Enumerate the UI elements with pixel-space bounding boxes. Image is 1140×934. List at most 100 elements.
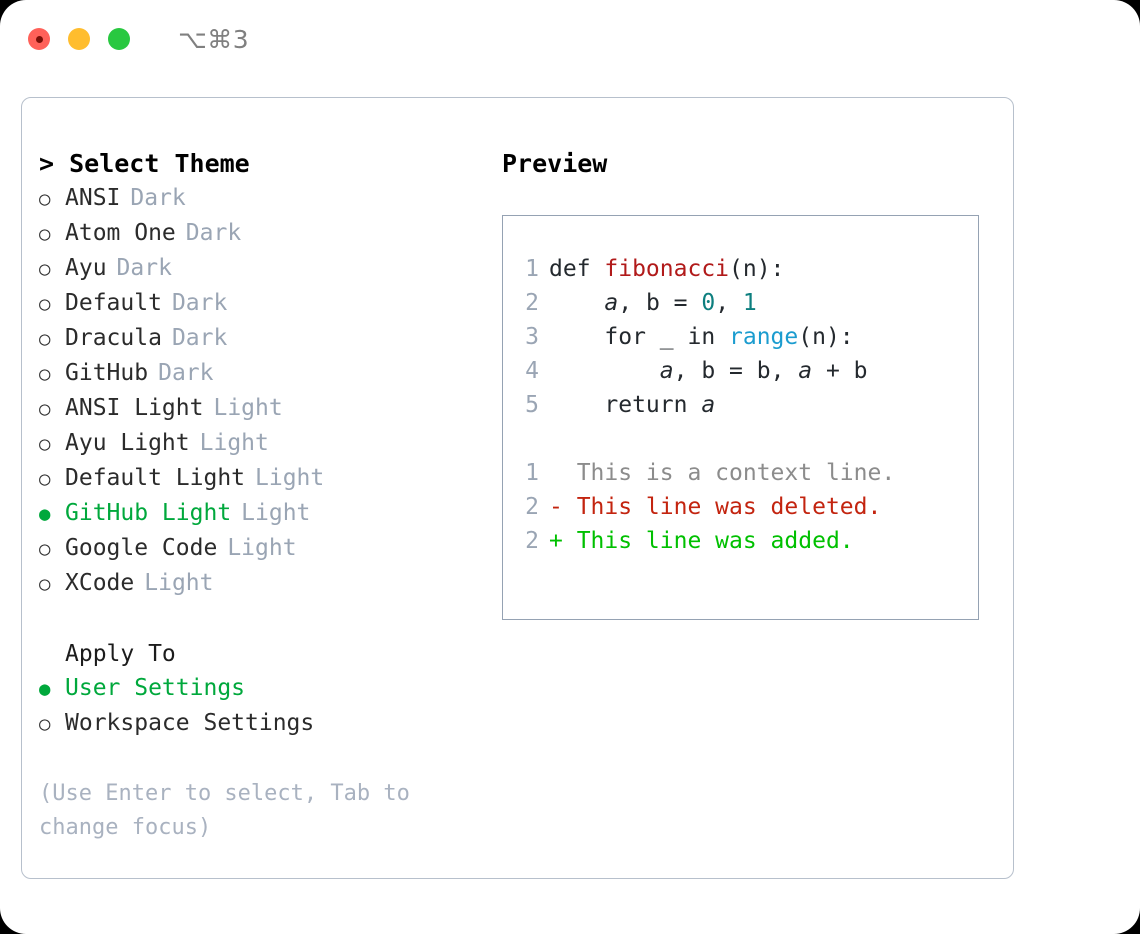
apply-to-label: User Settings <box>65 675 246 701</box>
line-number: 2 <box>525 528 539 554</box>
theme-variant-tag: Light <box>199 430 269 456</box>
theme-name-label: ANSI Light <box>65 395 204 421</box>
radio-unselected-icon[interactable]: ○ <box>39 433 51 455</box>
code-token: 0 <box>701 290 716 316</box>
theme-variant-tag: Dark <box>130 185 186 211</box>
code-token: , b = b, <box>673 358 799 384</box>
theme-variant-tag: Dark <box>171 325 228 351</box>
apply-to-option[interactable]: ● User Settings <box>39 671 502 706</box>
radio-unselected-icon[interactable]: ○ <box>39 538 51 560</box>
diff-line-text: This is a context line. <box>549 460 896 486</box>
theme-variant-tag: Dark <box>185 220 242 246</box>
code-token: , <box>715 290 743 316</box>
radio-unselected-icon[interactable]: ○ <box>39 573 51 595</box>
line-number: 1 <box>525 460 539 486</box>
select-theme-heading: > Select Theme <box>39 149 250 178</box>
theme-variant-tag: Dark <box>158 360 214 386</box>
code-token <box>549 290 604 316</box>
theme-list-item[interactable]: ○ ANSI Light Light <box>39 391 502 426</box>
radio-unselected-icon[interactable]: ○ <box>39 223 51 245</box>
title-bar: ⌥⌘3 <box>0 0 1140 78</box>
theme-list-item[interactable]: ○ GitHub Dark <box>39 356 502 391</box>
apply-to-option[interactable]: ○Workspace Settings <box>39 706 502 741</box>
theme-variant-tag: Light <box>213 395 283 421</box>
code-token: (n): <box>798 324 854 350</box>
radio-unselected-icon[interactable]: ○ <box>39 328 51 350</box>
diff-line: 1 This is a context line. <box>503 456 978 490</box>
apply-to-list[interactable]: ● User Settings ○Workspace Settings <box>39 671 502 741</box>
code-line-text: for _ in range(n): <box>549 320 854 354</box>
code-token: range <box>729 324 799 350</box>
radio-unselected-icon[interactable]: ○ <box>39 293 51 315</box>
theme-name-label: Default Light <box>65 465 246 491</box>
theme-variant-tag: Light <box>144 570 214 596</box>
code-token: 1 <box>742 290 757 316</box>
maximize-button[interactable] <box>108 28 130 50</box>
line-number: 5 <box>525 392 539 418</box>
preview-heading: Preview <box>502 149 608 178</box>
diff-line: 2 - This line was deleted. <box>503 490 978 524</box>
code-token: a <box>701 392 716 418</box>
theme-variant-tag: Light <box>255 465 325 491</box>
line-number: 4 <box>525 358 539 384</box>
code-token: a <box>604 290 619 316</box>
line-number: 3 <box>525 324 539 350</box>
theme-list-item[interactable]: ○ Dracula Dark <box>39 321 502 356</box>
code-line-text: return a <box>549 388 715 422</box>
code-line-text: def fibonacci(n): <box>549 252 784 286</box>
radio-unselected-icon[interactable]: ○ <box>39 363 51 385</box>
theme-name-label: Atom One <box>65 220 176 246</box>
code-token <box>549 358 660 384</box>
theme-list-item[interactable]: ○ Atom One Dark <box>39 216 502 251</box>
radio-unselected-icon[interactable]: ○ <box>39 258 51 280</box>
theme-variant-tag: Light <box>241 500 311 526</box>
radio-unselected-icon[interactable]: ○ <box>39 188 51 210</box>
keyboard-hint-text: (Use Enter to select, Tab to change focu… <box>39 781 424 840</box>
theme-name-label: Google Code <box>65 535 218 561</box>
diff-line-text: - This line was deleted. <box>549 494 882 520</box>
traffic-light-controls <box>28 28 130 50</box>
theme-list-item[interactable]: ○ Ayu Dark <box>39 251 502 286</box>
diff-sample: 1 This is a context line. 2 - This line wa… <box>503 456 978 558</box>
theme-name-label: GitHub <box>65 360 149 386</box>
radio-unselected-icon[interactable]: ○ <box>39 398 51 420</box>
diff-line: 2 + This line was added. <box>503 524 978 558</box>
theme-list-item[interactable]: ○ Default Light Light <box>39 461 502 496</box>
theme-name-label: GitHub Light <box>65 500 232 526</box>
radio-unselected-icon[interactable]: ○ <box>39 713 51 735</box>
radio-selected-icon[interactable]: ● <box>39 503 51 525</box>
theme-name-label: Dracula <box>65 325 162 351</box>
code-line: 2 a, b = 0, 1 <box>503 286 978 320</box>
radio-selected-icon[interactable]: ● <box>39 678 51 700</box>
radio-unselected-icon[interactable]: ○ <box>39 468 51 490</box>
line-number: 2 <box>525 494 539 520</box>
line-number: 1 <box>525 256 539 282</box>
theme-variant-tag: Dark <box>116 255 172 281</box>
code-token: (n): <box>729 256 785 282</box>
theme-list-item[interactable]: ● GitHub Light Light <box>39 496 502 531</box>
diff-line-text: + This line was added. <box>549 528 854 554</box>
theme-name-label: Ayu <box>65 255 107 281</box>
code-token: a <box>798 358 813 384</box>
close-button[interactable] <box>28 28 50 50</box>
theme-variant-tag: Dark <box>171 290 228 316</box>
code-token: for _ in <box>549 324 730 350</box>
minimize-button[interactable] <box>68 28 90 50</box>
code-diff-separator <box>503 422 978 456</box>
code-token: , b = <box>618 290 702 316</box>
line-number: 2 <box>525 290 539 316</box>
code-line-text: a, b = 0, 1 <box>549 286 757 320</box>
code-line: 3 for _ in range(n): <box>503 320 978 354</box>
code-line: 5 return a <box>503 388 978 422</box>
